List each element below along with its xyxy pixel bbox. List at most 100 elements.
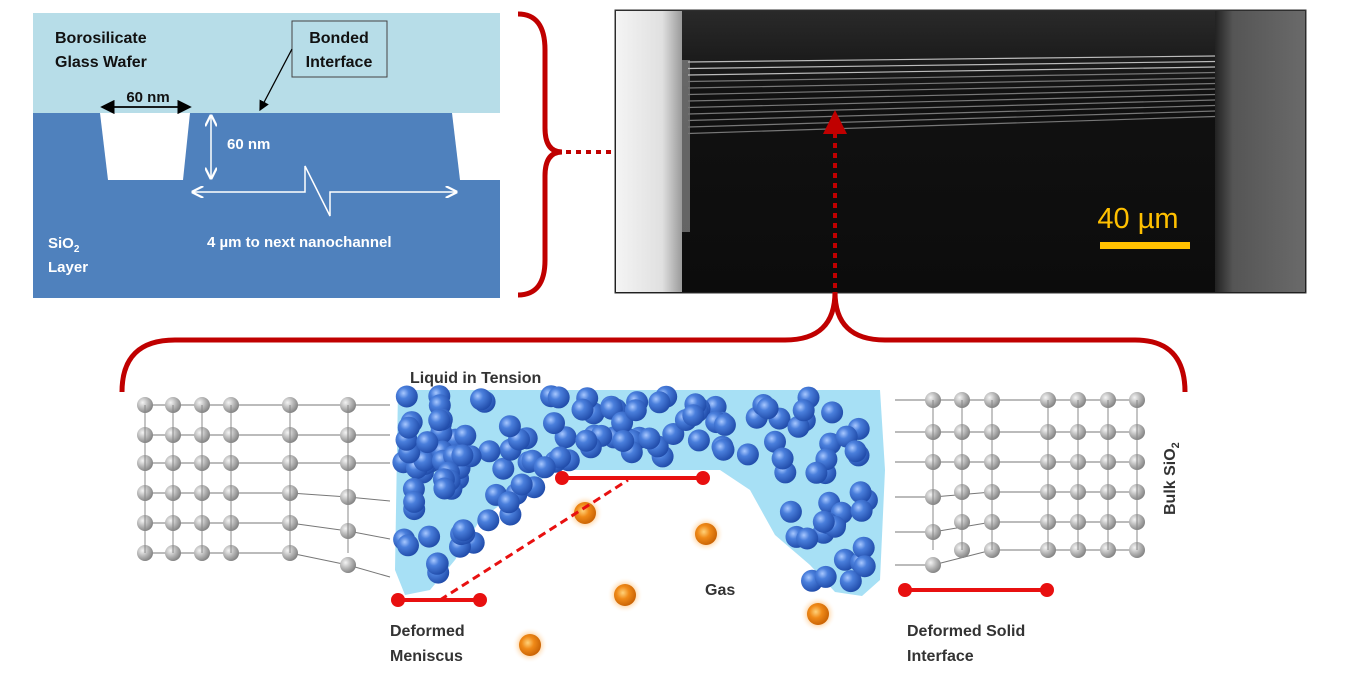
liquid-molecule bbox=[787, 415, 810, 438]
liquid-molecule bbox=[771, 447, 794, 470]
spacing-arrow bbox=[193, 165, 456, 217]
liquid-molecule bbox=[713, 413, 736, 436]
liquid-molecule bbox=[839, 570, 862, 593]
solid-interface-label: Interface bbox=[907, 648, 974, 665]
liquid-molecule bbox=[736, 443, 759, 466]
depth-label: 60 nm bbox=[227, 136, 270, 153]
liquid-molecule bbox=[428, 409, 451, 432]
liquid-label: Liquid in Tension bbox=[410, 370, 541, 387]
sem-right-wall bbox=[1215, 11, 1305, 292]
liquid-molecule bbox=[397, 534, 419, 557]
liquid-molecule bbox=[497, 491, 520, 514]
bonded-arrow bbox=[259, 48, 293, 112]
liquid-molecule bbox=[779, 500, 802, 523]
bulk-sio2-label: Bulk SiO2 bbox=[1162, 442, 1182, 515]
gas-molecule bbox=[574, 502, 596, 524]
liquid-molecule bbox=[395, 385, 418, 408]
liquid-molecule bbox=[853, 555, 876, 578]
channel-line bbox=[687, 82, 1216, 96]
sem-micrograph: 40 µm bbox=[614, 9, 1307, 294]
channel-line bbox=[687, 71, 1216, 83]
channel-line bbox=[687, 88, 1216, 102]
bonded-label: Interface bbox=[306, 54, 373, 71]
liquid-molecule bbox=[662, 423, 685, 445]
channel-line bbox=[687, 60, 1216, 70]
liquid-molecule bbox=[756, 397, 779, 420]
liquid-molecule bbox=[805, 461, 828, 484]
glass-label: Glass Wafer bbox=[55, 54, 147, 71]
liquid-molecule bbox=[812, 510, 835, 533]
liquid-molecule bbox=[498, 415, 521, 438]
liquid-molecule bbox=[833, 548, 856, 571]
liquid-molecule bbox=[454, 424, 477, 447]
liquid-molecule bbox=[844, 440, 867, 463]
liquid-molecule bbox=[575, 429, 598, 452]
liquid-molecule bbox=[850, 499, 873, 522]
gas-label: Gas bbox=[705, 582, 735, 599]
liquid-molecule bbox=[712, 438, 735, 461]
liquid-molecule bbox=[451, 444, 474, 467]
next-nanochannel bbox=[452, 113, 500, 180]
channel-line bbox=[687, 66, 1216, 76]
liquid-molecule bbox=[418, 525, 441, 548]
liquid-molecule bbox=[849, 481, 872, 504]
liquid-molecule bbox=[492, 457, 515, 480]
liquid-molecule bbox=[571, 398, 594, 421]
liquid-molecule bbox=[452, 519, 475, 542]
gas-molecules bbox=[512, 495, 836, 663]
layer-label: Layer bbox=[48, 259, 88, 276]
liquid-molecule bbox=[397, 416, 420, 439]
lattice-atom bbox=[340, 557, 356, 573]
width-label: 60 nm bbox=[126, 89, 169, 106]
liquid-molecule bbox=[416, 431, 439, 454]
bottom-brace bbox=[119, 291, 1188, 393]
bonded-label: Bonded bbox=[309, 30, 369, 47]
red-markers bbox=[391, 471, 1054, 607]
liquid-molecule bbox=[470, 388, 492, 411]
liquid-molecule bbox=[612, 430, 635, 452]
liquid-molecule bbox=[510, 473, 533, 496]
liquid-molecule bbox=[624, 399, 647, 422]
nanochannel-lines bbox=[687, 55, 1216, 135]
glass-label: Borosilicate bbox=[55, 30, 147, 47]
gas-molecule bbox=[614, 584, 636, 606]
liquid-molecule bbox=[638, 427, 661, 450]
liquid-molecule bbox=[648, 391, 671, 414]
scale-bar-label: 40 µm bbox=[1097, 203, 1178, 235]
nanochannel bbox=[100, 113, 190, 180]
spacing-label: 4 µm to next nanochannel bbox=[207, 234, 392, 251]
liquid-molecule bbox=[852, 536, 875, 559]
meniscus-label: Deformed bbox=[390, 623, 465, 640]
liquid-molecule bbox=[403, 490, 426, 513]
solid-lattice bbox=[137, 392, 1145, 578]
liquid-molecule bbox=[533, 456, 556, 479]
liquid-molecule bbox=[796, 527, 819, 550]
solid-interface-label: Deformed Solid bbox=[907, 623, 1025, 640]
lattice-bond bbox=[289, 552, 349, 566]
liquid-molecules bbox=[392, 385, 878, 593]
lattice-bond bbox=[289, 492, 349, 498]
channel-line bbox=[687, 110, 1216, 128]
gas-molecule bbox=[519, 634, 541, 656]
liquid-molecule bbox=[682, 404, 705, 427]
channel-line bbox=[687, 99, 1216, 115]
channel-line bbox=[687, 115, 1216, 135]
left-brace bbox=[517, 11, 563, 298]
liquid-molecule bbox=[426, 552, 448, 575]
channel-line bbox=[687, 104, 1216, 122]
cross-section-panel: Borosilicate Glass Wafer Bonded Interfac… bbox=[33, 13, 500, 298]
gas-molecule bbox=[695, 523, 717, 545]
liquid-molecule bbox=[547, 386, 570, 409]
liquid-molecule bbox=[543, 412, 565, 435]
liquid-molecule bbox=[687, 429, 710, 452]
liquid-molecule bbox=[477, 509, 500, 532]
lattice-atom bbox=[925, 557, 941, 573]
channel-line bbox=[687, 55, 1216, 63]
sem-left-wall bbox=[616, 11, 682, 292]
liquid-molecule bbox=[478, 440, 501, 463]
gas-molecule bbox=[807, 603, 829, 625]
liquid-molecule bbox=[814, 565, 837, 588]
liquid-molecule bbox=[792, 399, 815, 422]
